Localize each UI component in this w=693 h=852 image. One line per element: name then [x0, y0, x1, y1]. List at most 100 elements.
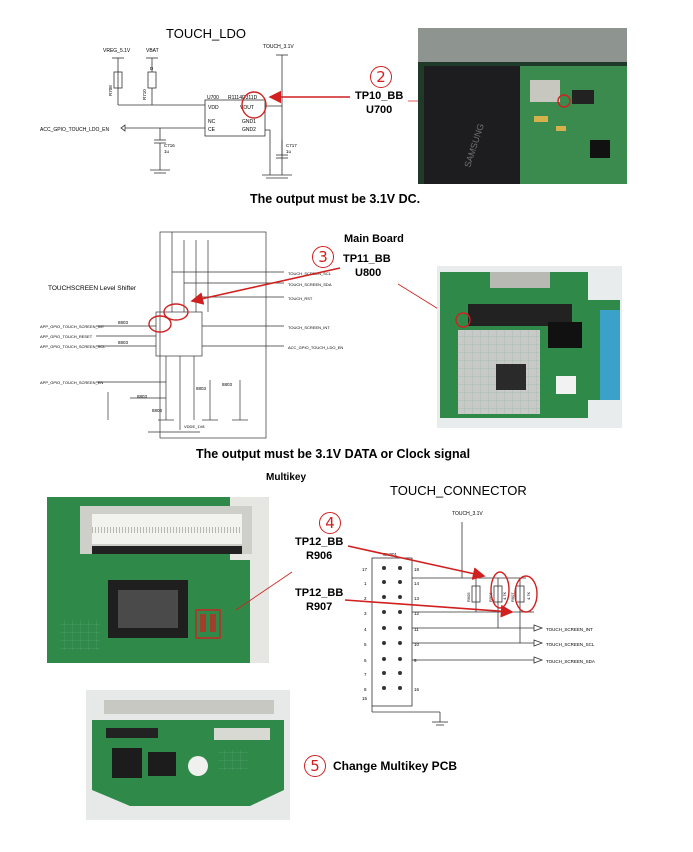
main-board-label: Main Board: [344, 233, 404, 245]
net-screen-int: TOUCH_SCREEN_INT: [546, 627, 593, 632]
pin-ce: CE: [208, 127, 216, 133]
pin-left-7: 7: [364, 672, 367, 677]
pin-left-4: 4: [364, 627, 367, 632]
ls-right-net-0: TOUCH_SCREEN_SCL: [288, 271, 332, 276]
res-r710: R710: [142, 89, 147, 100]
touch-connector-schematic: [371, 522, 534, 726]
tp10-ref: U700: [366, 104, 393, 116]
tp11-label: TP11_BB: [343, 253, 391, 265]
touch-ldo-schematic: [112, 54, 292, 179]
step-2-marker: 2: [370, 66, 392, 88]
pin-right-3: 12: [414, 611, 420, 616]
ls-part-4: 8803: [222, 382, 233, 387]
net-screen-scl: TOUCH_SCREEN_SCL: [546, 642, 595, 647]
pin-nc: NC: [208, 119, 216, 125]
highlight-ls-circle-2: [148, 315, 172, 333]
net-touch-connector: TOUCH_3.1V: [452, 511, 483, 517]
touch-ldo-title: TOUCH_LDO: [166, 26, 246, 41]
pin-left-0: 17: [362, 567, 368, 572]
touch-connector-title: TOUCH_CONNECTOR: [390, 483, 527, 498]
connector-pin-dots: [382, 566, 402, 690]
res-label-1: R906: [488, 592, 493, 602]
res-r708: R708: [108, 85, 113, 96]
level-shifter-schematic: [96, 231, 284, 439]
highlight-vout-circle: [241, 91, 267, 119]
pin-right-0: 18: [414, 567, 420, 572]
ls-right-net-1: TOUCH_SCREEN_SDA: [288, 282, 332, 287]
ls-left-net-3: APP_GPIO_TOUCH_SCREEN_EN: [40, 380, 103, 385]
photo-change-multikey-pcb: [86, 690, 290, 820]
arrow-tp12-r906: [347, 545, 486, 580]
ls-left-net-1: APP_GPIO_TOUCH_RESET: [40, 334, 93, 339]
tp12-label-1: TP12_BB: [295, 536, 344, 548]
tp12-ref-r906: R906: [306, 550, 333, 562]
chip-part: R1114D311D: [228, 95, 258, 101]
res-label-0: R905: [466, 592, 471, 602]
net-touch-ldo: TOUCH_3.1V: [263, 44, 294, 50]
pin-right-1: 14: [414, 581, 420, 586]
leader-tp12-multikey: [235, 571, 293, 611]
caption-ldo: The output must be 3.1V DC.: [250, 192, 421, 206]
ls-right-net-2: TOUCH_RST: [288, 296, 313, 301]
pin-left-9: 15: [362, 696, 368, 701]
pin-left-2: 2: [364, 596, 367, 601]
pin-right-2: 13: [414, 596, 420, 601]
cap-c716: C716: [164, 143, 175, 148]
res-label-3: 4.7K: [502, 591, 507, 600]
tp11-ref: U800: [355, 267, 382, 279]
ls-left-net-0: APP_GPIO_TOUCH_SCREEN_INT: [40, 324, 105, 329]
pin-gnd2: GND2: [242, 127, 256, 133]
chip-ref-u700: U700: [207, 95, 219, 101]
pin-gnd1: GND1: [242, 119, 256, 125]
tp12-label-2: TP12_BB: [295, 587, 344, 599]
net-screen-sda: TOUCH_SCREEN_SDA: [546, 659, 595, 664]
step-3-marker: 3: [312, 246, 334, 268]
pin-vout: VOUT: [240, 105, 254, 111]
photo-main-board: [437, 266, 622, 428]
pin-vdd: VDD: [208, 105, 219, 111]
net-arrows: [533, 624, 544, 664]
ls-right-net-3: TOUCH_SCREEN_INT: [288, 325, 330, 330]
pin-left-5: 5: [364, 642, 367, 647]
highlight-r906-circle: [490, 571, 510, 609]
ls-bottom-net: VDDE_1V8: [184, 424, 205, 429]
level-shifter-title: TOUCHSCREEN Level Shifter: [48, 285, 137, 292]
ls-part-1: 8803: [118, 340, 129, 345]
net-vreg: VREG_5.1V: [103, 48, 131, 54]
ls-part-5: 8803: [152, 408, 163, 413]
pin-right-5: 10: [414, 642, 420, 647]
net-vbat: VBAT: [146, 48, 159, 54]
res-label-2: R907: [510, 592, 515, 602]
highlight-ls-circle-1: [163, 303, 189, 321]
ls-right-net-5: ACC_GPIO_TOUCH_LDO_EN: [288, 345, 343, 350]
connector-ref: CN901: [383, 552, 398, 557]
enable-net: ACC_GPIO_TOUCH_LDO_EN: [40, 127, 109, 133]
tp10-label: TP10_BB: [355, 90, 404, 102]
ls-left-net-2: APP_GPIO_TOUCH_SCREEN_SCL: [40, 344, 106, 349]
pin-left-3: 3: [364, 611, 367, 616]
pin-left-6: 6: [364, 658, 367, 663]
step-5-marker: 5: [304, 755, 326, 777]
multikey-title: Multikey: [266, 472, 307, 483]
ls-part-2: 8803: [137, 394, 148, 399]
cap-c717: C717: [286, 143, 297, 148]
ls-part-3: 8803: [196, 386, 207, 391]
arrow-tp12-r907: [344, 599, 514, 618]
photo-multikey-board: [47, 497, 269, 663]
caption-level-shifter: The output must be 3.1V DATA or Clock si…: [196, 447, 471, 461]
res-label-4: 4.7K: [526, 591, 531, 600]
highlight-r907-circle: [514, 575, 538, 613]
step-4-marker: 4: [319, 512, 341, 534]
arrow-tp11: [190, 267, 341, 305]
res-d-label: D: [150, 66, 154, 71]
tp12-ref-r907: R907: [306, 601, 333, 613]
pin-right-4: 11: [414, 627, 419, 632]
caption-change-pcb: Change Multikey PCB: [333, 759, 458, 773]
cap-c717-value: 1u: [286, 149, 292, 154]
photo-ldo-board: SAMSUNG: [418, 28, 627, 184]
pin-left-1: 1: [364, 581, 367, 586]
pin-right-7: 16: [414, 687, 420, 692]
pin-left-8: 8: [364, 687, 367, 692]
ls-part-0: 8803: [118, 320, 129, 325]
